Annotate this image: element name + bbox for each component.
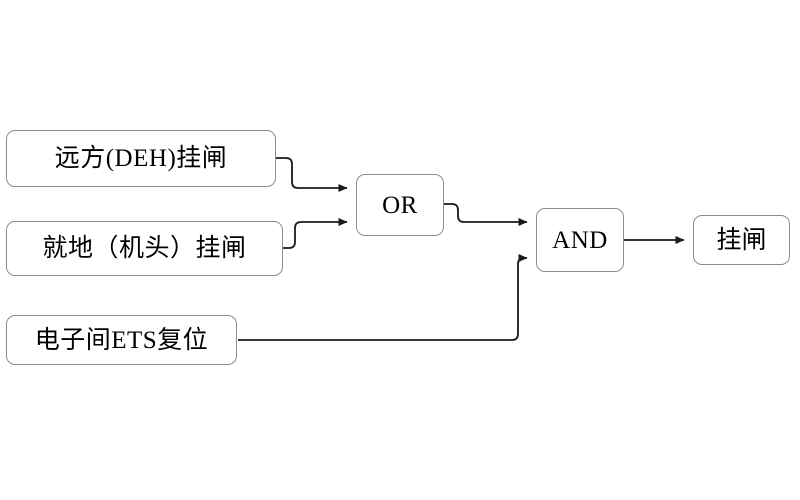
node-label: 挂闸: [716, 226, 767, 254]
node-label: OR: [382, 191, 418, 219]
node-gate-or[interactable]: OR: [356, 174, 444, 236]
wire-or-to-and: [444, 203, 528, 226]
node-gate-and[interactable]: AND: [536, 208, 624, 272]
wire-local-to-or: [283, 218, 348, 249]
node-label: AND: [552, 226, 608, 254]
node-input-remote-deh[interactable]: 远方(DEH)挂闸: [6, 130, 276, 187]
node-output-gua-zha[interactable]: 挂闸: [693, 215, 790, 265]
node-label: 就地（机头）挂闸: [42, 235, 247, 262]
wire-remote-to-or: [276, 157, 348, 192]
node-input-ets-reset[interactable]: 电子间ETS复位: [6, 315, 237, 365]
node-label: 远方(DEH)挂闸: [54, 145, 228, 172]
node-label: 电子间ETS复位: [34, 326, 209, 354]
node-input-local-head[interactable]: 就地（机头）挂闸: [6, 221, 283, 276]
